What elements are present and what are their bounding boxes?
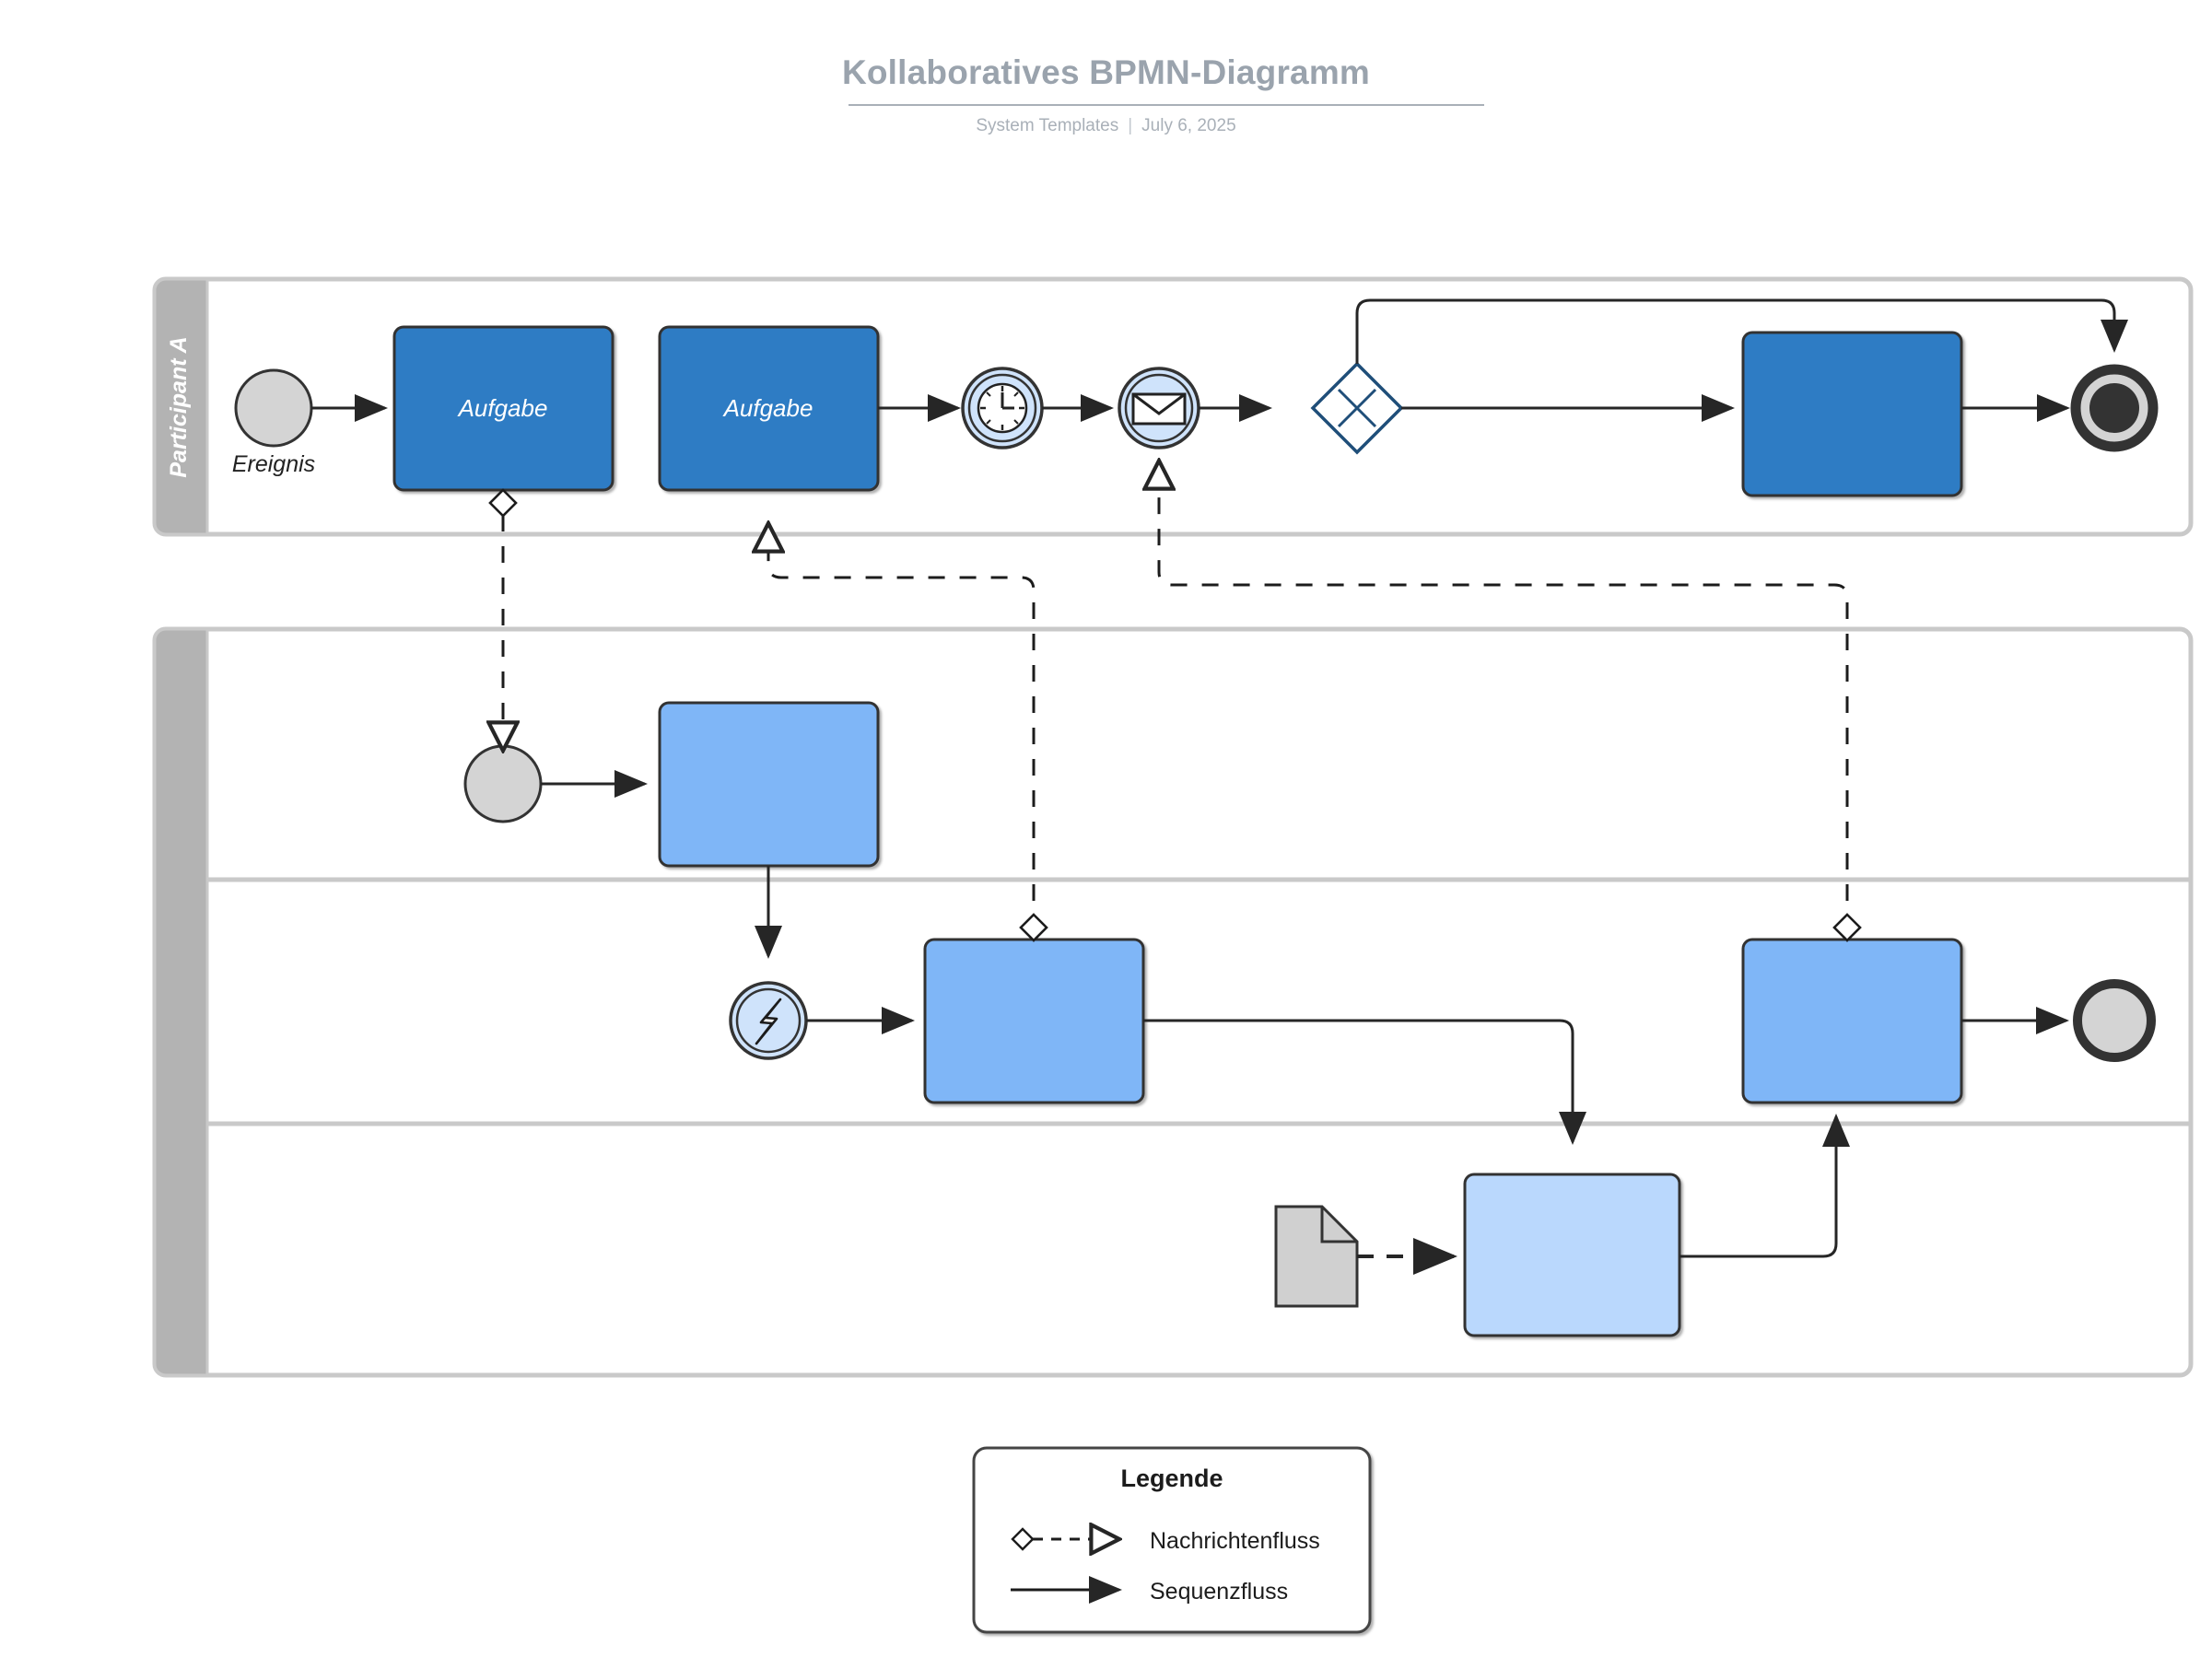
subtitle-source: System Templates bbox=[976, 116, 1119, 135]
message-flow-line bbox=[768, 523, 1036, 932]
circle-icon bbox=[234, 368, 313, 448]
message-flow-b2-to-a2 bbox=[768, 523, 1048, 942]
task-icon bbox=[923, 938, 1145, 1104]
task-icon bbox=[1741, 331, 1963, 497]
circle-icon bbox=[463, 744, 543, 823]
task-a2[interactable]: Aufgabe bbox=[658, 325, 880, 492]
legend-item-sequence-flow: Sequenzfluss bbox=[1011, 1576, 1288, 1605]
envelope-icon bbox=[1131, 392, 1187, 426]
exclusive-gateway-a[interactable] bbox=[1310, 361, 1404, 455]
message-flow-a1-to-startb bbox=[488, 488, 518, 751]
document-fold bbox=[1320, 1207, 1357, 1243]
start-event-b[interactable] bbox=[463, 744, 543, 823]
task-icon bbox=[658, 701, 880, 868]
subtitle-separator: | bbox=[1128, 116, 1133, 135]
task-a1-label: Aufgabe bbox=[457, 394, 548, 422]
terminate-core bbox=[2089, 383, 2139, 433]
page-title: Kollaboratives BPMN-Diagramm bbox=[841, 53, 1371, 91]
data-object-b[interactable] bbox=[1274, 1205, 1359, 1308]
task-icon bbox=[1463, 1173, 1681, 1337]
pool-a-header bbox=[153, 277, 209, 536]
error-event-b[interactable] bbox=[729, 981, 808, 1060]
task-b1[interactable] bbox=[658, 701, 880, 868]
start-event-a[interactable]: Ereignis bbox=[232, 368, 315, 477]
legend-item-message-flow: Nachrichtenfluss bbox=[1011, 1527, 1320, 1554]
legend-box[interactable]: Legende Nachrichtenfluss Sequenzfluss bbox=[972, 1446, 1372, 1634]
gateway-x-icon bbox=[1337, 388, 1377, 428]
legend-label-message-flow: Nachrichtenfluss bbox=[1150, 1528, 1320, 1554]
sequence-flow bbox=[1143, 1019, 1586, 1145]
title-divider bbox=[849, 104, 1484, 106]
message-flow-diamond bbox=[488, 488, 518, 518]
pool-b-header bbox=[153, 627, 209, 1377]
timer-event-a[interactable] bbox=[961, 367, 1044, 449]
message-flow-diamond bbox=[1832, 913, 1862, 942]
message-flow-b4-to-messagea bbox=[1159, 461, 1862, 942]
legend-label-sequence-flow: Sequenzfluss bbox=[1150, 1579, 1288, 1605]
task-b3[interactable] bbox=[1463, 1173, 1681, 1337]
legend-background bbox=[972, 1446, 1372, 1634]
legend-title: Legende bbox=[1120, 1465, 1223, 1492]
message-flow-diamond bbox=[1019, 913, 1048, 942]
start-event-a-label: Ereignis bbox=[232, 451, 315, 477]
task-icon bbox=[1741, 938, 1963, 1104]
subtitle-date: July 6, 2025 bbox=[1141, 116, 1236, 135]
page-subtitle: System Templates | July 6, 2025 bbox=[0, 116, 2212, 136]
message-flow-diamond-icon bbox=[1011, 1527, 1035, 1551]
task-a2-label: Aufgabe bbox=[722, 394, 813, 422]
sequence-flow-loop bbox=[1355, 298, 2128, 364]
message-event-a[interactable] bbox=[1118, 367, 1200, 449]
document-icon bbox=[1274, 1205, 1359, 1308]
end-event-b[interactable] bbox=[2073, 979, 2156, 1062]
sequence-flow bbox=[1679, 1114, 1850, 1258]
task-b4[interactable] bbox=[1741, 938, 1963, 1104]
task-a1[interactable]: Aufgabe bbox=[392, 325, 614, 492]
task-a3[interactable] bbox=[1741, 331, 1963, 497]
clock-icon bbox=[977, 382, 1028, 434]
task-b2[interactable] bbox=[923, 938, 1145, 1104]
circle-icon bbox=[2073, 979, 2156, 1062]
pool-a-label: Participant A bbox=[166, 336, 192, 477]
lightning-icon bbox=[755, 998, 782, 1045]
terminate-event-a[interactable] bbox=[2070, 364, 2159, 452]
